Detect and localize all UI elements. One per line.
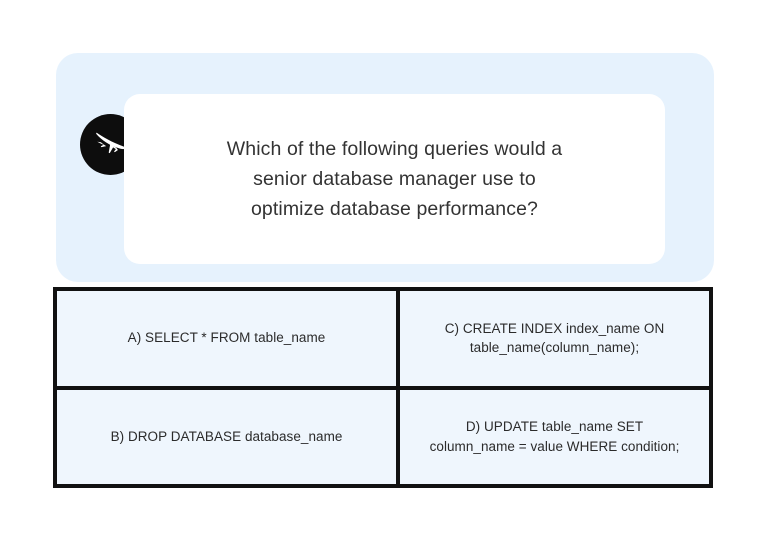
- answer-option-a[interactable]: A) SELECT * FROM table_name: [57, 291, 396, 386]
- question-text: Which of the following queries would a s…: [226, 137, 563, 221]
- question-card: Which of the following queries would a s…: [124, 94, 665, 264]
- answer-option-b[interactable]: B) DROP DATABASE database_name: [57, 389, 396, 484]
- answer-option-c[interactable]: C) CREATE INDEX index_name ON table_name…: [400, 291, 709, 386]
- answer-option-c-label: C) CREATE INDEX index_name ON table_name…: [444, 320, 665, 356]
- answer-options-table: A) SELECT * FROM table_name C) CREATE IN…: [53, 287, 713, 488]
- answer-option-d[interactable]: D) UPDATE table_name SET column_name = v…: [400, 389, 709, 484]
- answer-option-d-label: D) UPDATE table_name SET column_name = v…: [429, 419, 680, 454]
- answer-option-a-label: A) SELECT * FROM table_name: [127, 330, 326, 346]
- answer-option-b-label: B) DROP DATABASE database_name: [110, 428, 343, 444]
